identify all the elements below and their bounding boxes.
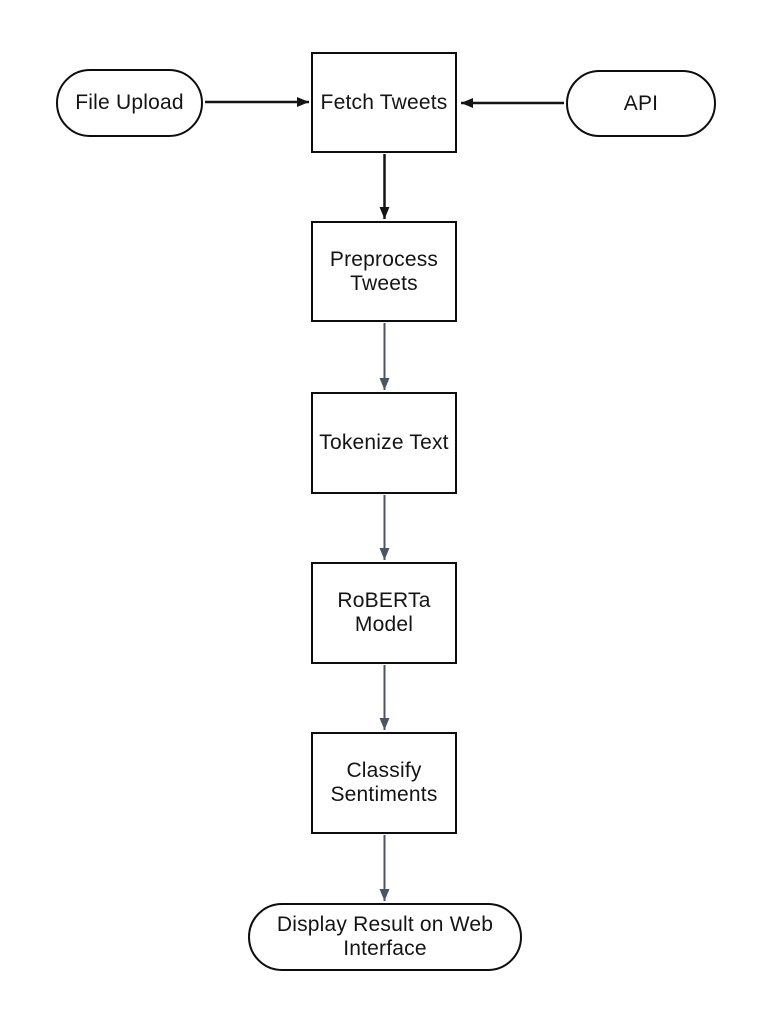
node-label: Sentiments <box>330 783 438 806</box>
node-roberta-model: RoBERTa Model <box>311 562 457 664</box>
node-label: Tokenize Text <box>319 431 449 454</box>
node-label: Tweets <box>350 271 418 295</box>
node-label: File Upload <box>75 91 184 114</box>
node-label: Interface <box>343 937 427 960</box>
node-label: RoBERTa <box>337 589 431 612</box>
node-preprocess-tweets: Preprocess Tweets <box>311 221 457 322</box>
node-display-result: Display Result on Web Interface <box>248 903 522 971</box>
node-label: Preprocess <box>329 247 439 271</box>
node-label: Fetch Tweets <box>320 90 448 114</box>
node-file-upload: File Upload <box>56 69 203 137</box>
node-fetch-tweets: Fetch Tweets <box>311 52 457 153</box>
node-label: API <box>623 91 659 115</box>
node-label: Model <box>354 613 414 636</box>
node-tokenize-text: Tokenize Text <box>311 392 457 494</box>
node-label: Classify <box>346 759 422 782</box>
node-api: API <box>566 70 716 137</box>
node-label: Display Result on Web <box>276 913 494 936</box>
node-classify-sentiments: Classify Sentiments <box>311 732 457 834</box>
